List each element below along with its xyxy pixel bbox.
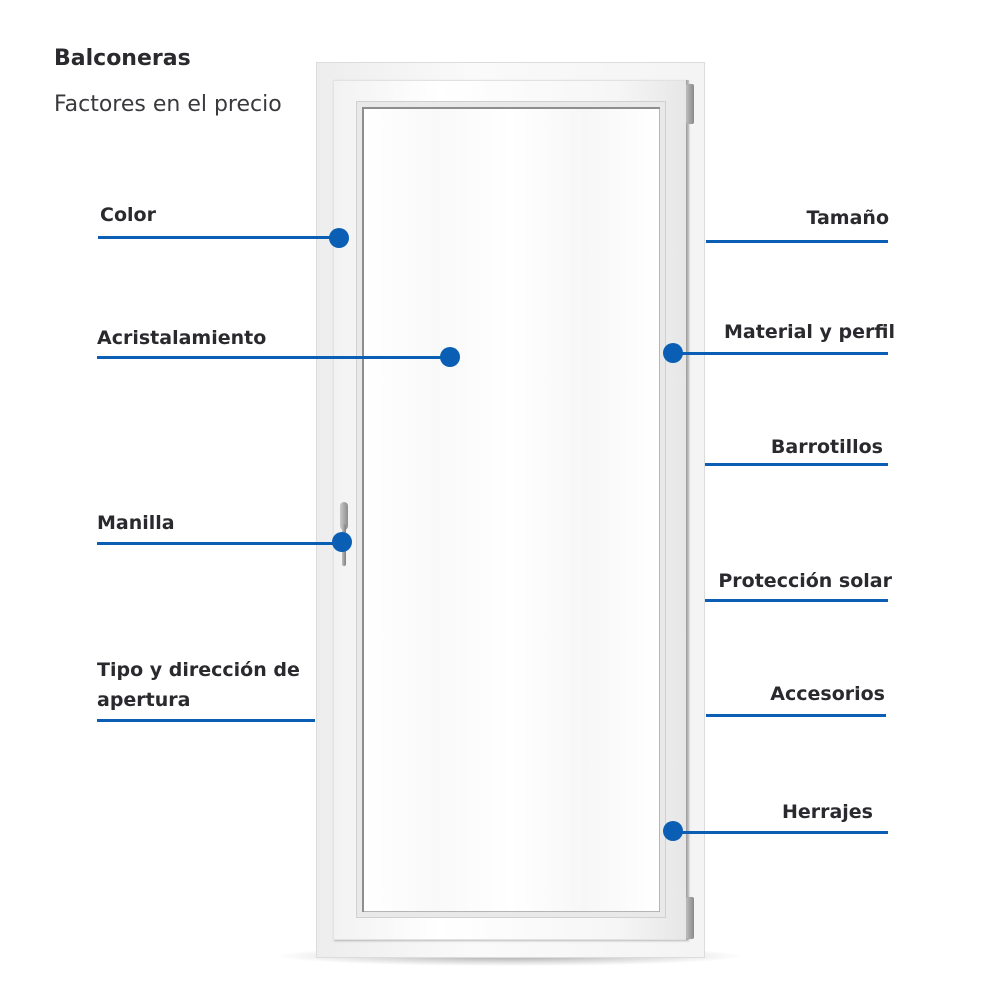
page-title: Balconeras: [54, 46, 191, 71]
callout-label: Tipo y dirección de apertura: [97, 659, 300, 711]
callout-line: [672, 831, 888, 834]
sash-edge: [686, 80, 689, 940]
callout-dot-icon[interactable]: [663, 821, 683, 841]
callout-label: Protección solar: [718, 570, 892, 592]
callout-dot-icon[interactable]: [332, 532, 352, 552]
callout-line: [97, 719, 315, 722]
callout-line: [705, 599, 888, 602]
hinge-top-icon: [686, 84, 694, 124]
page-subtitle: Factores en el precio: [54, 92, 282, 117]
glass-pane: [362, 107, 660, 912]
callout-label: Barrotillos: [770, 436, 883, 458]
callout-line: [97, 542, 342, 545]
callout-line: [706, 714, 886, 717]
callout-dot-icon[interactable]: [329, 228, 349, 248]
callout-dot-icon[interactable]: [663, 343, 683, 363]
callout-label: Material y perfil: [724, 321, 895, 343]
callout-dot-icon[interactable]: [440, 347, 460, 367]
callout-line: [97, 356, 449, 359]
callout-line: [672, 352, 888, 355]
callout-label: Color: [100, 204, 156, 226]
callout-label: Acristalamiento: [97, 327, 267, 349]
hinge-bottom-icon: [686, 897, 694, 939]
callout-label: Herrajes: [781, 801, 873, 823]
callout-label: Tamaño: [806, 207, 889, 229]
callout-line: [98, 236, 340, 239]
callout-line: [705, 463, 888, 466]
callout-line: [706, 240, 888, 243]
callout-label: Manilla: [97, 512, 175, 534]
callout-label: Accesorios: [770, 683, 885, 705]
